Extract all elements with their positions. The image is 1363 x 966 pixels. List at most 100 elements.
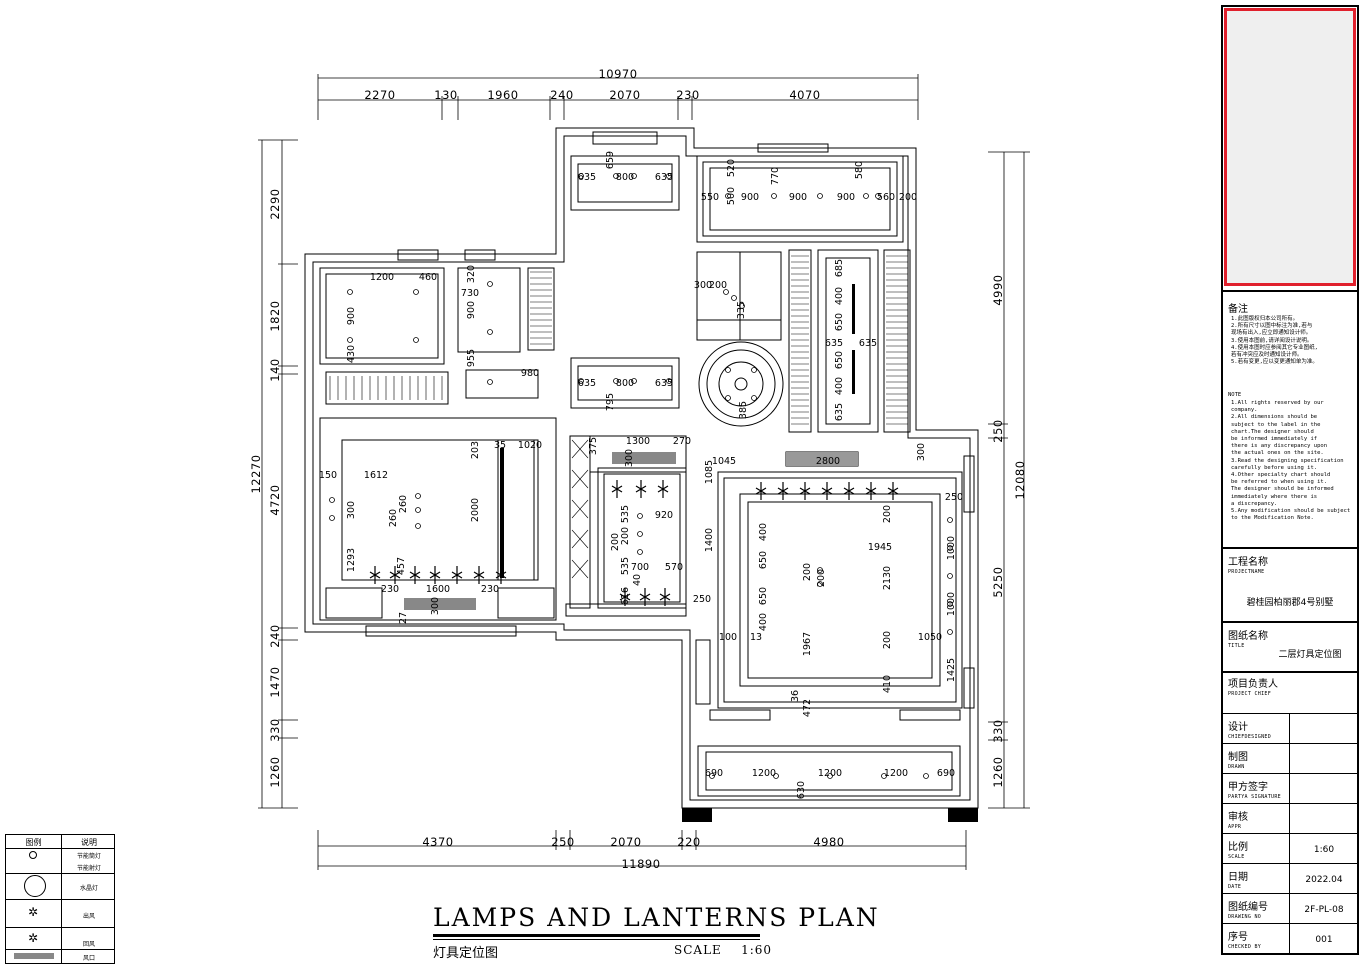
note-line: to the Modification Note. [1231,515,1314,522]
room-dim: 635 [578,378,596,389]
room-dim: 690 [937,768,955,779]
room-dim: 535 [620,557,631,575]
return-air-icon: ✲ [28,931,39,945]
chief-label: 项目负责人 [1228,679,1278,690]
note-line: carefully before using it. [1231,464,1318,471]
room-dim: 900 [741,192,759,203]
dim-left-seg: 240 [268,624,282,647]
room-dim: 13 [750,632,762,643]
room-dim: 630 [796,781,807,799]
room-dim: 685 [834,259,845,277]
note-line: 1.All rights reserved by our [1231,400,1324,406]
room-dim: 27 [398,612,409,624]
room-dim: 920 [655,510,673,521]
room-dim: 300 [430,597,441,615]
seq-row: 序号 CHECKED BY 001 [1223,923,1357,953]
scale-value: 1:60 [741,943,773,957]
room-dim: 900 [346,307,357,325]
window [464,249,496,261]
notes-section: 备注 1.此图版权归本公司所有。 2.所有尺寸以图中标注为准,若与 现场有出入,… [1223,290,1357,547]
room-dim: 2800 [816,456,840,467]
room-dim: 1200 [370,272,394,283]
room-dim: 770 [770,167,781,185]
dim-top-seg: 4070 [789,88,820,102]
dim-bottom-seg: 220 [677,835,700,849]
legend-table: 图例 说明 节能筒灯 节能射灯 水晶灯 ✲ 出风 ✲ 回风 风口 [5,834,115,964]
room-dim: 800 [616,378,634,389]
dim-top-seg: 240 [550,88,573,102]
room-dim: 375 [588,437,599,455]
room-dim: 955 [466,349,477,367]
dim-right-seg: 330 [991,719,1005,742]
room-dim: 410 [882,675,893,693]
seq-sub: CHECKED BY [1228,944,1262,950]
title-label: 图纸名称 [1228,631,1268,642]
room-dim: 1300 [626,436,650,447]
dim-bottom-seg: 4980 [813,835,844,849]
room-dim: 1967 [802,632,813,656]
air-vent [612,452,676,464]
date-sub: DATE [1228,884,1242,890]
room-dim: 1000 [946,536,957,560]
room-dim: 200 [802,563,813,581]
room-dim: 700 [631,562,649,573]
dim-left-seg: 1260 [268,756,282,787]
note-line: 2.所有尺寸以图中标注为准,若与 [1231,323,1313,330]
window [963,667,975,709]
note-line: be informed immediately if [1231,436,1318,443]
dim-bottom-seg: 2070 [610,835,641,849]
room-dim: 400 [758,523,769,541]
dim-top-seg: 2070 [609,88,640,102]
note-line: 3.使用本图前,请详阅设计说明。 [1231,337,1313,344]
room-dim: 200 [620,527,631,545]
design-label: 设计 [1228,722,1248,733]
room-dim: 1425 [946,658,957,682]
room-dim: 300 [694,280,712,291]
drawing-no-sub: DRAWING NO [1228,914,1262,920]
room-dim: 800 [616,172,634,183]
room-dim: 40 [632,574,643,586]
note-line: 5.若有变更,应以变更通知单为准。 [1231,359,1318,366]
room-dim: 500 [726,187,737,205]
window [397,249,439,261]
room-dim: 1020 [518,440,542,451]
room-dim: 230 [381,584,399,595]
room-dim: 1400 [704,528,715,552]
note-line: The designer should be informed [1231,486,1334,493]
dim-right-seg: 4990 [991,274,1005,305]
room-dim: 430 [346,345,357,363]
note-line: the actual ones on the site. [1231,450,1324,457]
room-dim: 472 [802,699,813,717]
room-dim: 650 [834,313,845,331]
room-dim: 400 [834,377,845,395]
note-line: 3.Read the designing specification [1231,457,1344,464]
room-dim: 200 [882,631,893,649]
room-dim: 203 [470,441,481,459]
room-dim: 635 [825,338,843,349]
legend-item: 节能筒灯 [76,853,101,860]
note-line: 1.此图版权归本公司所有。 [1231,316,1299,322]
party-sub: PARTYA SIGNATURE [1228,794,1281,800]
party-label: 甲方签字 [1228,782,1268,793]
note-line: chart.The designer should [1231,428,1314,435]
room-dim: 635 [859,338,877,349]
room-dim: 150 [319,470,337,481]
room-dim: 35 [494,440,506,451]
outer-wall [304,127,979,809]
dim-bottom-total: 11890 [621,857,660,871]
air-vent [786,452,858,466]
dim-top-seg: 1960 [487,88,518,102]
legend-item: 回风 [82,941,95,948]
room-dim: 300 [624,449,635,467]
project-label: 工程名称 [1228,557,1268,568]
room-dim: 690 [705,768,723,779]
scale-label-cn: 比例 [1228,842,1248,853]
room-dim: 570 [665,562,683,573]
note-line: 2.All dimensions should be [1231,414,1318,421]
room-dim: 1085 [704,460,715,484]
dim-left-seg: 2290 [268,188,282,219]
dim-right-seg: 1260 [991,756,1005,787]
room-dim: 200 [709,280,727,291]
chandelier-icon [24,875,46,897]
room-dim: 1293 [346,548,357,572]
